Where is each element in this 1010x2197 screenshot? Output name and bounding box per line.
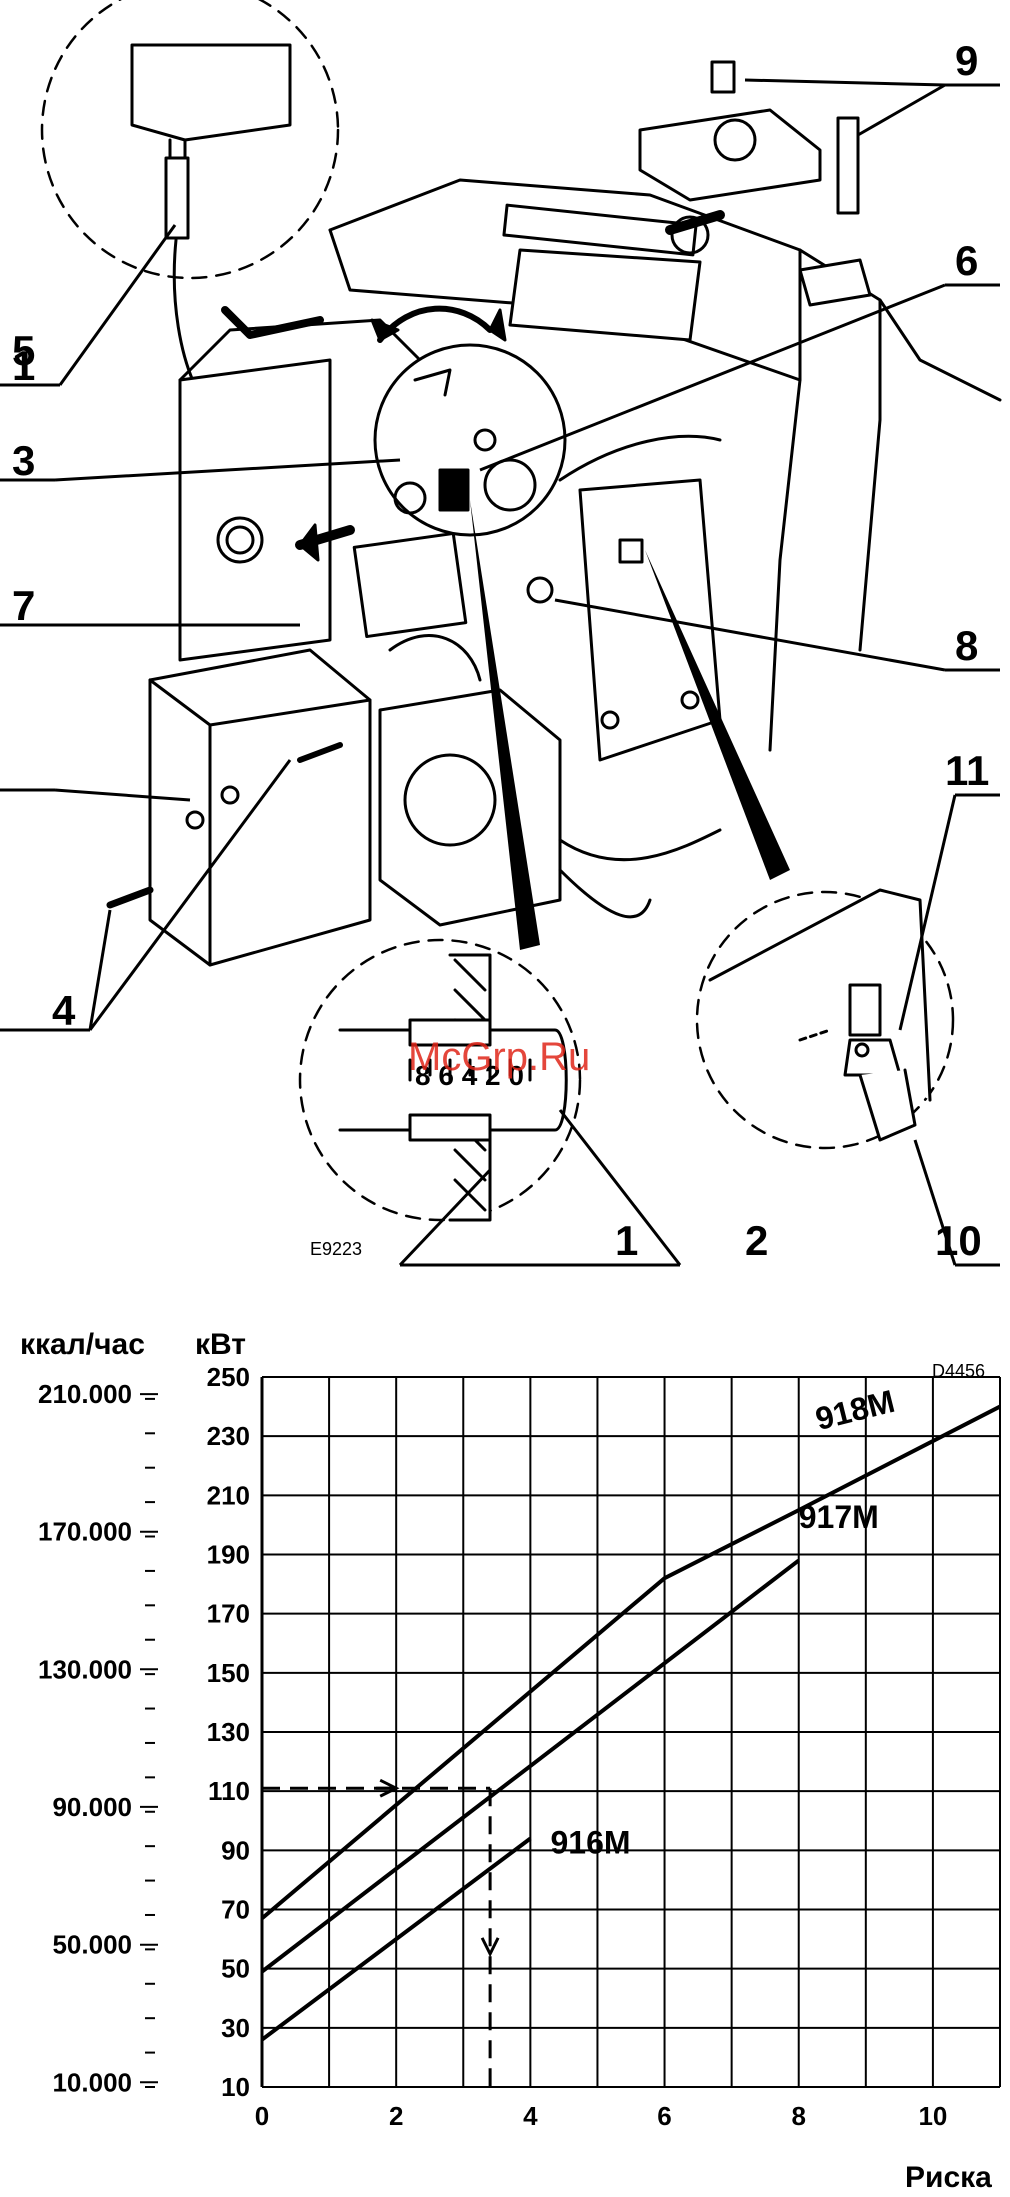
callout-3: 3 — [12, 437, 35, 484]
callout-6: 6 — [955, 237, 978, 284]
series-label-916M: 916M — [550, 1824, 630, 1860]
callout-8: 8 — [955, 622, 978, 669]
y-tick-label: 30 — [221, 2013, 250, 2043]
chart-marks: 918M 917M 916M — [262, 1383, 1000, 2087]
left-unit-label: ккал/час — [20, 1328, 145, 1361]
chart-ticks: 103050709011013015017019021023025010.000… — [38, 1362, 947, 2131]
callout-11: 11 — [945, 747, 989, 794]
example-arrow-right — [376, 1780, 396, 1796]
callout-9: 9 — [955, 37, 978, 84]
y-tick-label: 110 — [208, 1776, 250, 1806]
callout-10: 10 — [935, 1217, 982, 1264]
kcal-tick-label: 170.000 — [38, 1517, 132, 1547]
y-tick-label: 170 — [207, 1599, 250, 1629]
x-tick-label: 2 — [389, 2101, 403, 2131]
x-axis-label: Риска — [905, 2161, 992, 2194]
kcal-tick-label: 90.000 — [52, 1792, 132, 1822]
adjustment-disc — [375, 345, 565, 535]
callout-2: 2 — [745, 1217, 768, 1264]
output-chart: ккал/час кВт D4456 Риска 103050709011013… — [0, 1297, 1010, 2197]
x-tick-label: 0 — [255, 2101, 269, 2131]
kcal-tick-label: 50.000 — [52, 1930, 132, 1960]
y-tick-label: 250 — [207, 1362, 250, 1392]
diagram-code: E9223 — [310, 1239, 362, 1259]
series-label-917M: 917M — [799, 1499, 879, 1535]
x-tick-label: 10 — [918, 2101, 947, 2131]
x-tick-label: 8 — [791, 2101, 805, 2131]
y-tick-label: 150 — [207, 1658, 250, 1688]
y-tick-label: 230 — [207, 1421, 250, 1451]
chart-grid — [262, 1377, 1000, 2087]
y-tick-label: 130 — [207, 1717, 250, 1747]
y-tick-label: 50 — [221, 1954, 250, 1984]
callout-7: 7 — [12, 582, 35, 629]
y-tick-label: 210 — [207, 1480, 250, 1510]
callout-1-scale: 1 — [615, 1217, 638, 1264]
kcal-tick-label: 10.000 — [52, 2067, 132, 2097]
y-tick-label: 10 — [221, 2072, 250, 2102]
x-tick-label: 4 — [523, 2101, 538, 2131]
kcal-tick-label: 210.000 — [38, 1379, 132, 1409]
callout-4: 4 — [52, 987, 76, 1034]
watermark: McGrp.Ru — [408, 1035, 590, 1079]
series-line-918M — [262, 1407, 1000, 1919]
burner-diagram: 1 2 3 4 6 7 8 9 10 11 1 5 5 8 6 4 2 0 Mc… — [0, 0, 1010, 1290]
kcal-tick-label: 130.000 — [38, 1654, 132, 1684]
series-label-918M: 918M — [812, 1383, 898, 1437]
y-tick-label: 70 — [221, 1895, 250, 1925]
right-unit-label: кВт — [195, 1328, 246, 1361]
x-tick-label: 6 — [657, 2101, 671, 2131]
y-tick-label: 190 — [207, 1540, 250, 1570]
y-tick-label: 90 — [221, 1835, 250, 1865]
callout-5-visible: 5 — [12, 327, 35, 374]
